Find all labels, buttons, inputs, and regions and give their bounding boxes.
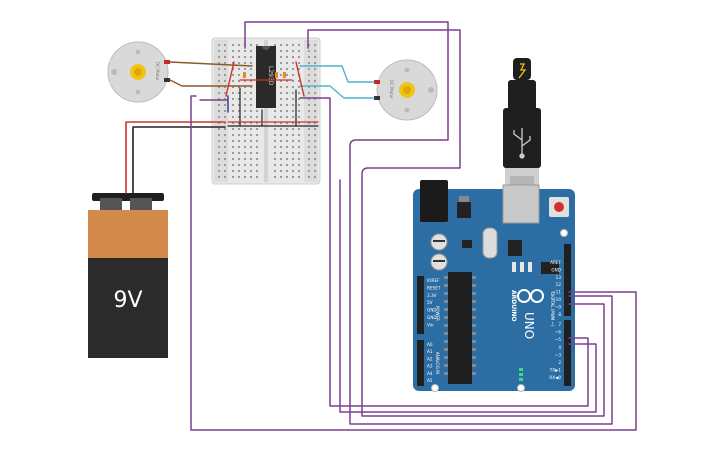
- pin-label: IOREF: [427, 278, 440, 283]
- battery-label: 9V: [113, 288, 142, 313]
- digital-header-label: DIGITAL (PWM ~): [550, 292, 555, 327]
- battery-9v[interactable]: 9V: [88, 193, 168, 358]
- arduino-logo-icon: [517, 289, 544, 303]
- pin-label: ~3: [555, 352, 562, 357]
- dc-motor-right[interactable]: DC Motor: [374, 59, 438, 121]
- motor-right-label: DC Motor: [389, 80, 394, 99]
- pin-label: GND: [427, 308, 437, 313]
- analog-header[interactable]: [417, 340, 424, 386]
- pin-label: ~10: [552, 297, 561, 302]
- digital-header-top[interactable]: [564, 244, 571, 316]
- pin-label: 13: [556, 275, 562, 280]
- pin-label: RESET: [427, 285, 441, 290]
- pin-label: A5: [427, 378, 433, 383]
- motor-driver-chip[interactable]: L293D: [256, 46, 276, 108]
- pin-label: 8: [558, 312, 561, 317]
- pin-label: A4: [427, 371, 433, 376]
- pin-label: ~11: [552, 290, 561, 295]
- chip-label: L293D: [267, 66, 274, 86]
- wire-motor-right-a[interactable]: [299, 65, 375, 83]
- arduino-model-label: UNO: [522, 312, 536, 339]
- wire-signal-1[interactable]: [244, 21, 613, 425]
- analog-header-label: ANALOG IN: [435, 352, 440, 374]
- wire-motor-right-b[interactable]: [299, 85, 375, 99]
- wire-battery-positive[interactable]: [125, 121, 226, 194]
- usb-icon: [513, 128, 531, 159]
- jumper-red-2[interactable]: [295, 61, 305, 97]
- wire-signal-3[interactable]: [190, 95, 637, 431]
- pin-label: RX◀0: [549, 375, 561, 380]
- motor-shaft-icon: [130, 64, 146, 80]
- pin-label: GND: [551, 267, 561, 272]
- pin-label: 7: [558, 322, 561, 327]
- pin-label: 5V: [427, 300, 433, 305]
- dc-motor-left[interactable]: DC Motor: [107, 41, 170, 103]
- pin-label: 3.3V: [427, 293, 437, 298]
- arduino-uno-board[interactable]: ARDUINO UNO POWER ANALOG IN DIGITAL (PWM…: [413, 180, 575, 392]
- wire-motor-left-a[interactable]: [169, 61, 253, 67]
- jumper-red-1[interactable]: [225, 61, 235, 97]
- power-header[interactable]: [417, 276, 424, 334]
- motor-left-label: DC Motor: [155, 62, 160, 81]
- wire-signal-6[interactable]: [339, 179, 597, 413]
- pin-label: A3: [427, 364, 433, 369]
- pin-label: 2: [558, 360, 561, 365]
- pin-label: ~9: [555, 304, 562, 309]
- pin-label: 4: [558, 345, 561, 350]
- pin-label: A1: [427, 349, 433, 354]
- pin-label: 12: [556, 282, 562, 287]
- wire-signal-2[interactable]: [307, 29, 605, 417]
- pin-label: ~6: [555, 330, 562, 335]
- pin-label: A2: [427, 356, 433, 361]
- motor-shaft-icon: [399, 82, 415, 98]
- wire-signal-4[interactable]: [299, 97, 589, 407]
- arduino-logo-text: ARDUINO: [510, 290, 517, 321]
- reset-button[interactable]: [549, 197, 569, 217]
- pin-label: ~5: [555, 337, 562, 342]
- digital-header-bottom[interactable]: [564, 320, 571, 386]
- wire-battery-negative[interactable]: [132, 126, 226, 194]
- pin-label: GND: [427, 315, 437, 320]
- pin-label: TX▶1: [549, 368, 562, 373]
- pin-label: Vin: [427, 322, 434, 327]
- power-header-label: POWER: [435, 306, 440, 321]
- pin-label: A0: [427, 342, 433, 347]
- pin-label: AREF: [550, 260, 561, 265]
